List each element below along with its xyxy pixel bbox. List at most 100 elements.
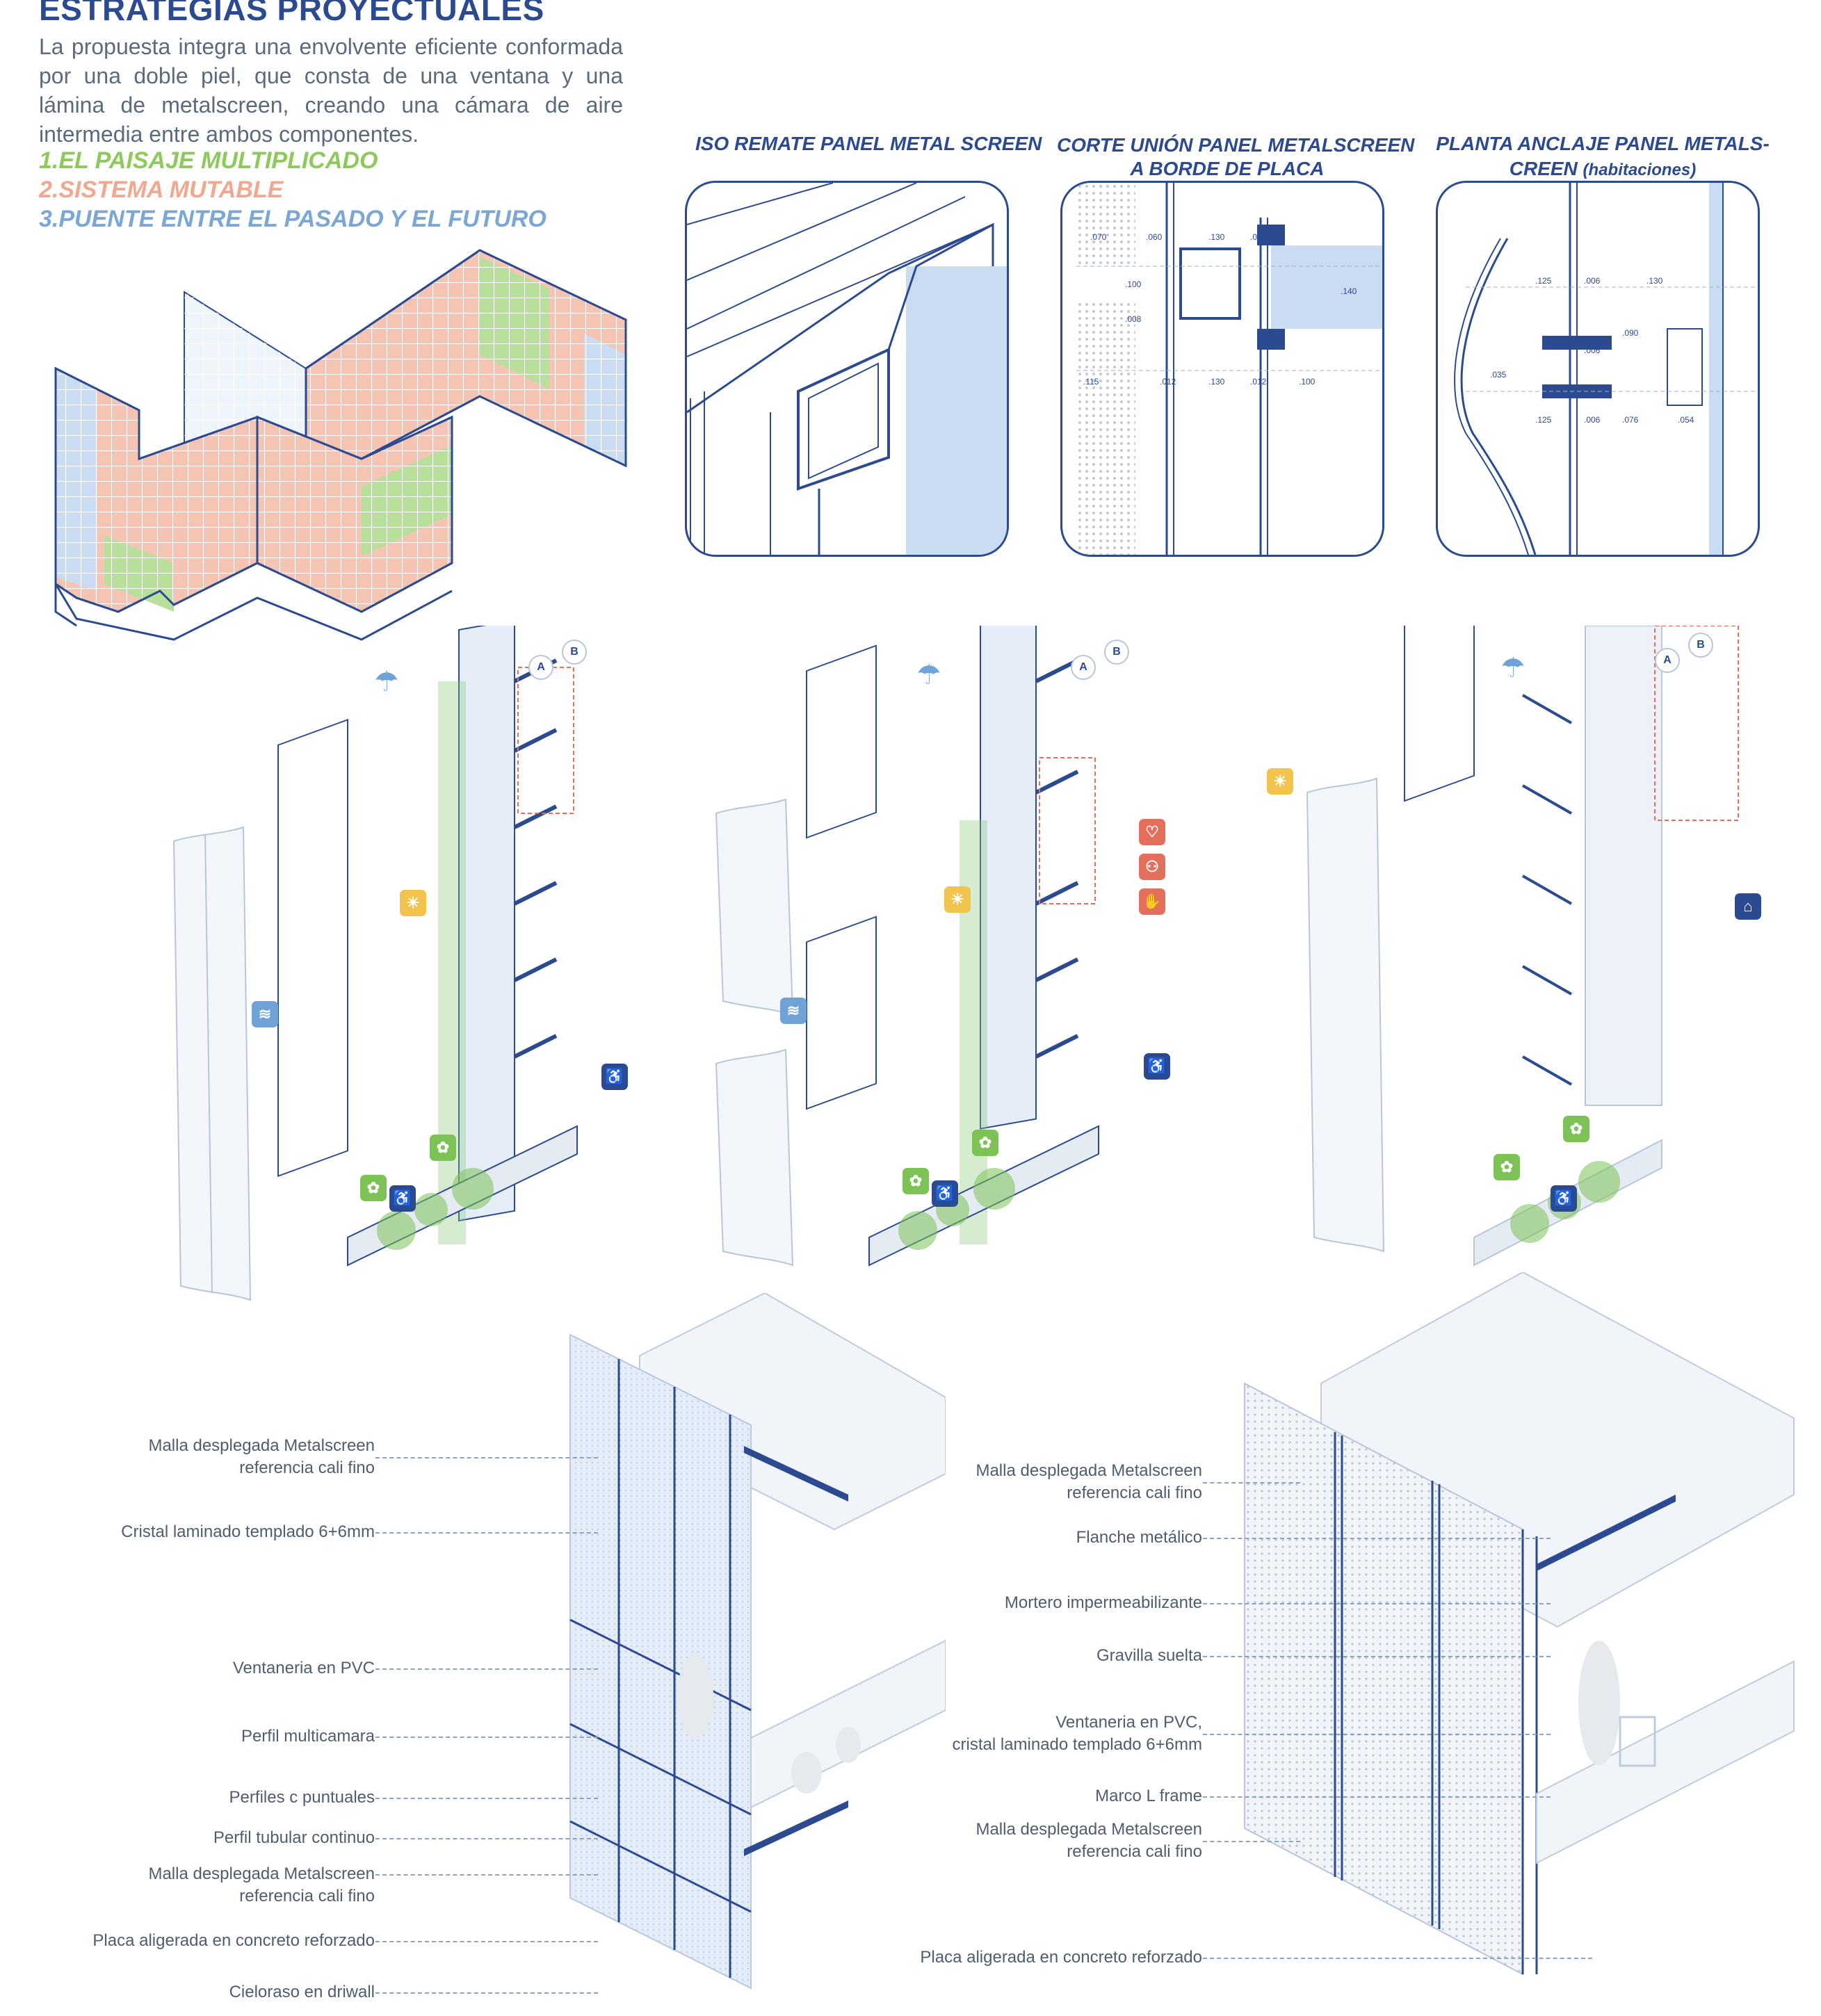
marker-a: A (528, 655, 553, 680)
strategy-2: 2.SISTEMA MUTABLE (39, 177, 284, 203)
corte-dim: .012 (1160, 377, 1176, 387)
label-right-placa: Placa aligerada en concreto reforzado (920, 1948, 1202, 1967)
corte-dim: .060 (1146, 232, 1163, 242)
planta-dim: .125 (1535, 415, 1552, 425)
leader-line (1203, 1656, 1551, 1657)
leader-line (375, 1838, 598, 1839)
plant-icon: ✿ (360, 1175, 387, 1201)
isometric-building-diagram (54, 249, 627, 641)
accessibility-icon: ♿ (389, 1185, 416, 1212)
leader-line (375, 1668, 598, 1670)
marker-a: A (1071, 655, 1096, 680)
iso-detail-title: ISO REMATE PANEL METAL SCREEN (695, 133, 1042, 154)
strategy-1: 1.EL PAISAJE MULTIPLICADO (39, 147, 378, 174)
label-right-mortero: Mortero impermeabilizante (1004, 1593, 1202, 1612)
planta-detail-title-2: CREEN (habitaciones) (1509, 158, 1697, 179)
marker-a: A (1655, 648, 1680, 673)
planta-detail-panel: .125 .006 .130 .090 .006 .035 .125 .006 … (1436, 181, 1760, 557)
label-left-ventaneria: Ventaneria en PVC (232, 1659, 375, 1677)
hands-icon: ✋ (1139, 888, 1165, 915)
planta-detail-drawing: .125 .006 .130 .090 .006 .035 .125 .006 … (1454, 183, 1758, 555)
building-icon: ⌂ (1735, 893, 1761, 920)
label-left-malla-1-ref: referencia cali fino (239, 1458, 375, 1477)
corte-dim: .012 (1250, 377, 1267, 387)
corte-dim: .100 (1299, 377, 1316, 387)
accessibility-icon: ♿ (601, 1064, 628, 1090)
rain-icon: ☂ (1500, 653, 1525, 683)
label-right-malla-1-ref: referencia cali fino (1067, 1483, 1202, 1502)
planta-dim: .006 (1584, 346, 1601, 355)
label-right-malla-2: Malla desplegada Metalscreen (976, 1820, 1202, 1839)
leader-line (1203, 1538, 1551, 1539)
leader-line (375, 1941, 598, 1942)
sun-icon: ☀ (1267, 768, 1293, 795)
planta-detail-title-1: PLANTA ANCLAJE PANEL METALS- (1436, 133, 1770, 154)
corte-detail-drawing: .070 .060 .130 .012 .100 .008 .115 .012 … (1076, 183, 1382, 555)
planta-dim: .125 (1535, 276, 1552, 286)
page-title: ESTRATEGIAS PROYECTUALES (39, 0, 544, 27)
leader-line (375, 1532, 598, 1534)
corte-dim: .115 (1083, 377, 1099, 387)
iso-detail-drawing (687, 183, 1007, 555)
accessibility-icon: ♿ (1551, 1185, 1577, 1212)
wind-icon: ≋ (780, 998, 807, 1024)
leader-line (375, 1874, 598, 1876)
corte-detail-title-2: A BORDE DE PLACA (1130, 158, 1325, 179)
planta-dim: .090 (1622, 328, 1639, 338)
corte-dim: .070 (1090, 232, 1107, 242)
marker-b: B (1688, 633, 1713, 658)
rain-icon: ☂ (916, 660, 941, 690)
leader-line (1203, 1734, 1551, 1735)
corte-dim: .100 (1125, 279, 1142, 289)
label-left-malla-2: Malla desplegada Metalscreen (148, 1864, 375, 1883)
corte-detail-title-1: CORTE UNIÓN PANEL METALSCREEN (1057, 134, 1415, 156)
label-left-perfil-tubular: Perfil tubular continuo (213, 1828, 375, 1847)
plant-icon: ✿ (903, 1168, 929, 1194)
intro-paragraph: La propuesta integra una envolvente efic… (39, 34, 623, 147)
plant-icon: ✿ (1494, 1154, 1520, 1180)
leader-line (1203, 1796, 1551, 1798)
section-drawing-right (1244, 1272, 1795, 1976)
leader-line (375, 1992, 598, 1994)
plant-icon: ✿ (972, 1130, 998, 1156)
planta-dim: .130 (1646, 276, 1663, 286)
strategy-3: 3.PUENTE ENTRE EL PASADO Y EL FUTURO (39, 206, 547, 232)
label-left-perfil-multicamara: Perfil multicamara (241, 1727, 375, 1746)
label-right-marco: Marco L frame (1095, 1787, 1202, 1805)
label-right-cristal: cristal laminado templado 6+6mm (952, 1735, 1203, 1754)
label-right-gravilla: Gravilla suelta (1096, 1646, 1202, 1665)
label-right-flanche: Flanche metálico (1076, 1528, 1202, 1547)
marker-b: B (1104, 640, 1129, 665)
label-left-placa: Placa aligerada en concreto reforzado (92, 1931, 375, 1950)
wind-icon: ≋ (252, 1001, 278, 1027)
sun-icon: ☀ (400, 890, 426, 916)
rain-icon: ☂ (374, 667, 399, 697)
accessibility-icon: ♿ (1144, 1053, 1170, 1080)
sun-icon: ☀ (944, 886, 971, 913)
leader-line (1203, 1482, 1300, 1483)
planta-dim: .006 (1584, 415, 1601, 425)
corte-dim: .012 (1250, 232, 1267, 242)
marker-b: B (562, 640, 587, 665)
leader-line (375, 1798, 598, 1799)
label-left-cieloraso: Cieloraso en driwall (229, 1983, 375, 2001)
leader-line (375, 1737, 598, 1738)
corte-detail-panel: .070 .060 .130 .012 .100 .008 .115 .012 … (1060, 181, 1384, 557)
label-left-malla-2-ref: referencia cali fino (239, 1887, 375, 1905)
corte-dim: .130 (1208, 377, 1225, 387)
leader-line (375, 1457, 598, 1458)
plant-icon: ✿ (430, 1135, 456, 1161)
planta-dim: .054 (1678, 415, 1694, 425)
corte-dim: .130 (1208, 232, 1225, 242)
label-left-cristal: Cristal laminado templado 6+6mm (121, 1522, 375, 1541)
leader-line (1203, 1958, 1592, 1959)
label-right-ventaneria: Ventaneria en PVC, (1055, 1713, 1202, 1732)
label-left-perfiles-c: Perfiles c puntuales (229, 1788, 375, 1807)
label-right-malla-1: Malla desplegada Metalscreen (976, 1461, 1202, 1480)
iso-detail-panel (685, 181, 1009, 557)
planta-dim: .006 (1584, 276, 1601, 286)
label-left-malla-1: Malla desplegada Metalscreen (148, 1436, 375, 1455)
leader-line (1203, 1603, 1551, 1604)
plant-icon: ✿ (1563, 1116, 1589, 1142)
people-icon: ⚇ (1139, 854, 1165, 880)
